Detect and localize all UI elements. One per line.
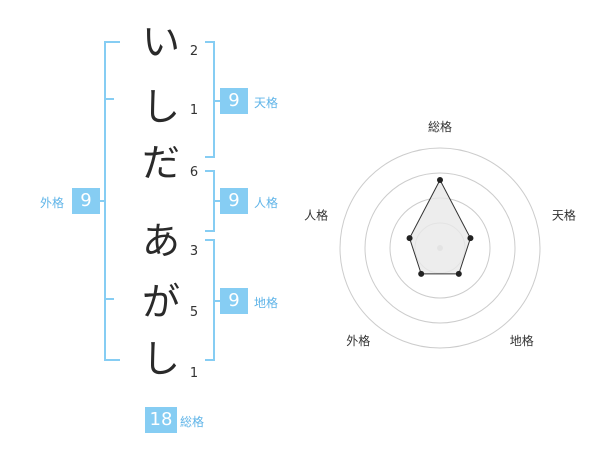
jinkaku-bracket-vertical bbox=[213, 170, 215, 232]
jinkaku-bracket-top bbox=[205, 170, 215, 172]
soukaku-label: 総格 bbox=[180, 415, 205, 429]
soukaku-value: 18 bbox=[145, 407, 177, 433]
tenkaku-bracket-vertical bbox=[213, 41, 215, 158]
radar-polygon bbox=[409, 178, 471, 275]
radar-ring bbox=[364, 172, 516, 324]
tenkaku-bracket-bottom bbox=[205, 156, 215, 158]
jinkaku-label: 人格 bbox=[254, 196, 279, 210]
radar-point-3 bbox=[455, 270, 462, 277]
stroke-count-1: 2 bbox=[189, 44, 199, 59]
stroke-count-3: 6 bbox=[189, 165, 199, 180]
name-char-3: だ bbox=[141, 141, 180, 185]
jinkaku-bracket-bottom bbox=[205, 230, 215, 232]
gaikaku-tick-1 bbox=[106, 98, 114, 100]
name-char-6: し bbox=[141, 337, 180, 381]
gaikaku-tick-2 bbox=[106, 298, 114, 300]
chikaku-bracket-top bbox=[205, 239, 215, 241]
stroke-count-5: 5 bbox=[189, 305, 199, 320]
radar-axis-label-5: 人格 bbox=[304, 208, 328, 223]
gaikaku-label: 外格 bbox=[40, 196, 65, 210]
radar-axis-label-4: 外格 bbox=[346, 333, 370, 348]
radar-axis-label-1: 総格 bbox=[428, 119, 452, 134]
radar-point-1 bbox=[437, 177, 443, 183]
radar-point-2 bbox=[467, 235, 474, 242]
chikaku-value: 9 bbox=[220, 288, 248, 314]
stroke-count-6: 1 bbox=[189, 366, 199, 381]
tenkaku-label: 天格 bbox=[254, 96, 279, 110]
radar-ring bbox=[339, 147, 541, 349]
tenkaku-connector bbox=[215, 100, 220, 102]
name-char-1: い bbox=[141, 20, 180, 64]
chikaku-connector bbox=[215, 300, 220, 302]
chikaku-label: 地格 bbox=[254, 296, 279, 310]
gaikaku-bracket-vertical bbox=[104, 41, 106, 361]
gaikaku-bracket-bottom bbox=[104, 359, 120, 361]
gaikaku-bracket-top bbox=[104, 41, 120, 43]
gaikaku-value: 9 bbox=[72, 188, 100, 214]
radar-axis-label-3: 地格 bbox=[510, 333, 534, 348]
radar-axis-label-2: 天格 bbox=[552, 208, 576, 223]
name-char-2: し bbox=[141, 85, 180, 129]
gaikaku-connector bbox=[100, 200, 104, 202]
jinkaku-connector bbox=[215, 200, 220, 202]
name-char-5: が bbox=[141, 280, 180, 324]
stroke-count-4: 3 bbox=[189, 244, 199, 259]
stroke-count-2: 1 bbox=[189, 103, 199, 118]
jinkaku-value: 9 bbox=[220, 188, 248, 214]
radar-point-5 bbox=[406, 235, 413, 242]
tenkaku-value: 9 bbox=[220, 88, 248, 114]
radar-point-4 bbox=[418, 270, 425, 277]
tenkaku-bracket-top bbox=[205, 41, 215, 43]
chikaku-bracket-vertical bbox=[213, 239, 215, 361]
name-char-4: あ bbox=[141, 219, 180, 263]
chikaku-bracket-bottom bbox=[205, 359, 215, 361]
